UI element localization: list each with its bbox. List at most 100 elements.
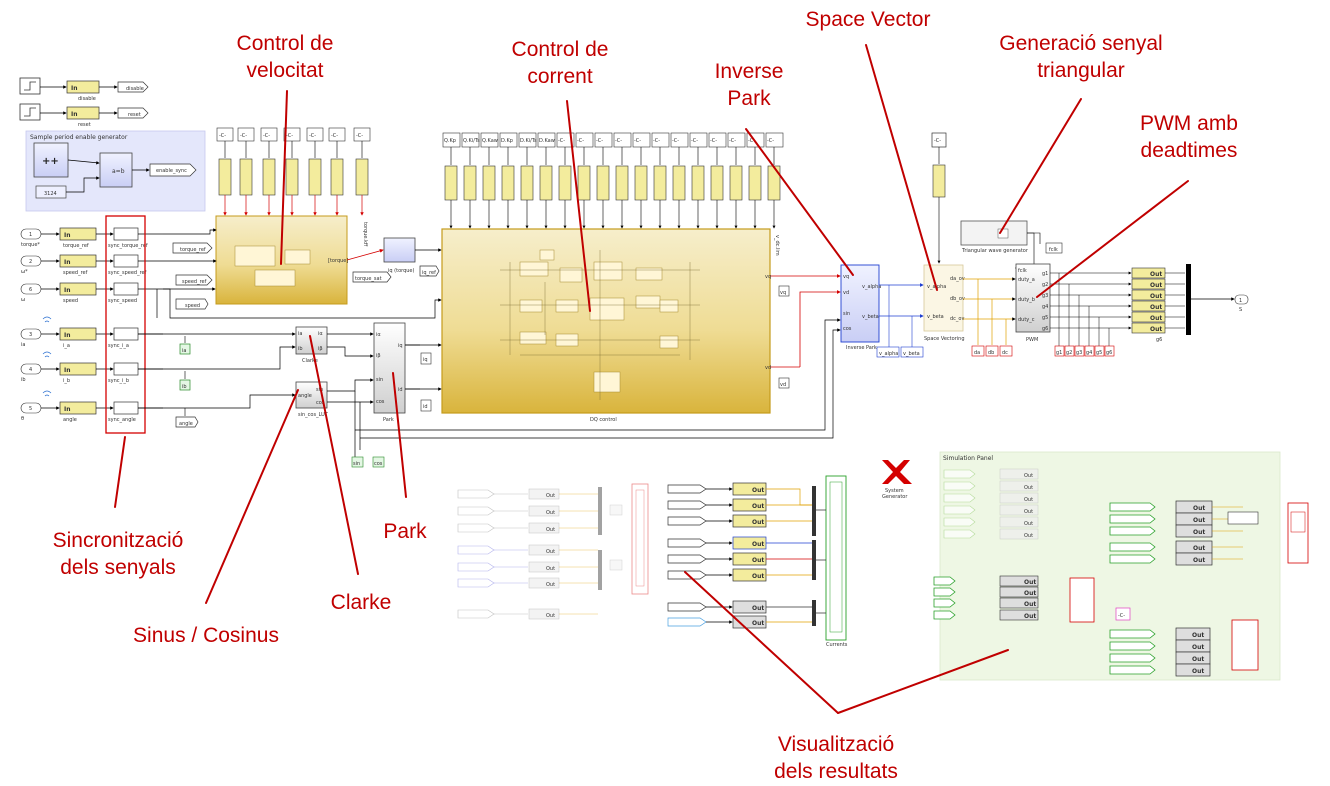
svg-text:sin: sin [316,387,323,393]
annotation-clarke: Clarke [330,591,392,614]
gateway-in [482,165,496,201]
space-vector-const: -C- [931,132,947,264]
gain-block [1227,511,1259,525]
gateway-out-label: Out [546,493,555,499]
gate-tag [1074,345,1085,357]
gateway-out-label: Out [1024,613,1036,620]
gateway-out-label: Out [1024,590,1036,597]
svg-text:Park: Park [383,417,394,423]
gateway-in [501,165,515,201]
gateway-out-label: Out [1192,656,1204,663]
enable-sync-tag: enable_sync [156,168,187,174]
annotation-speed-control: Control de velocitat [236,32,334,82]
svg-text:disable: disable [126,86,144,92]
svg-text:sin: sin [843,311,850,317]
svg-text:Clarke: Clarke [302,358,318,364]
svg-text:In: In [71,111,78,118]
sync-block [113,227,139,241]
input-port-name: ia [21,342,25,348]
park-block[interactable]: iα iβ sin cos iq id Park [373,322,406,423]
system-generator-logo[interactable]: System Generator [882,460,912,500]
svg-text:db: db [988,350,994,356]
input-port-number: 1 [29,232,32,238]
from-tag [943,517,976,527]
gateway-name: angle [63,417,77,423]
wifi-icon [42,351,52,358]
constant-block [632,132,651,148]
gateway-out-label: Out [546,527,555,533]
from-tag [667,500,707,510]
gateway-out-label: Out [1150,282,1162,289]
gateway-in [710,165,724,201]
gateway-in [767,165,781,201]
pwm-block[interactable]: fclk duty_a duty_b duty_c PWM [1015,263,1051,343]
constant-block [651,132,670,148]
svg-text:fclk: fclk [1018,268,1027,274]
svg-text:dc: dc [1002,350,1008,356]
svg-text:g6: g6 [1156,337,1162,343]
annotation-triangular: Generació senyal triangular [999,32,1163,82]
gate-tag-label: g3 [1076,350,1082,356]
inverse-park-block[interactable]: vq vd sin cos v_alpha v_beta Inverse Par… [840,264,881,351]
annotation-inverse-park: Inverse Park [714,60,784,110]
constant-label: -C- [1118,613,1125,619]
gateway-in [558,165,572,201]
sync-name: sync_i_b [108,378,129,384]
duty-tags: da db dc [971,345,1013,357]
svg-text:dc_ov: dc_ov [950,316,964,322]
svg-text:duty_c: duty_c [1018,317,1035,323]
svg-text:Triangular wave generator: Triangular wave generator [961,248,1029,254]
gateway-out [999,575,1039,587]
gateway-out-label: Out [752,573,764,580]
constant-label: -C- [653,138,660,144]
input-port-number: 6 [29,287,32,293]
svg-text:v_beta: v_beta [927,314,944,320]
reset-disable-sources: In In disable reset disable reset [19,77,149,128]
svg-text:DQ control: DQ control [590,417,617,423]
svg-text:Currents: Currents [826,642,848,648]
space-vector-block[interactable]: v_alpha v_beta da_ov db_ov dc_ov Space V… [923,264,965,342]
dq-control-block[interactable]: DQ control [441,228,771,423]
gateway-out-label: Out [546,566,555,572]
wifi-icon [42,316,52,323]
pwm-out-label: g1 [1042,271,1048,277]
svg-text:Space Vectoring: Space Vectoring [924,336,965,342]
annotation-pointers [114,44,1189,714]
goto-tags-left: torque_ref speed_ref speed angle ia ib [172,242,213,428]
svg-text:PWM: PWM [1026,337,1038,343]
currents-scope[interactable]: Currents [825,475,848,648]
sincos-block[interactable]: angle sin cos sin_cos_LUT [295,381,329,418]
space-vector-outputs [963,277,1016,345]
svg-text:ia: ia [298,331,302,337]
constant-block [594,132,613,148]
from-tag [933,587,956,597]
from-tag [457,578,495,588]
gateway-in [672,165,686,201]
input-port-name: ib [21,377,26,383]
gateway-out-label: Out [752,487,764,494]
svg-text:iq: iq [423,357,428,363]
sample-period-enable-generator[interactable]: Sample period enable generator ++ 3124 a… [25,130,206,212]
triangular-wave-block[interactable]: Triangular wave generator [960,220,1029,254]
from-tag [457,506,495,516]
constant-label: -C- [309,133,316,139]
gateway-in [285,158,299,196]
constant-label: -C- [263,133,270,139]
period-constant: 3124 [44,191,57,197]
svg-text:-C-: -C- [934,138,941,144]
gateway-in [218,158,232,196]
sync-block [113,282,139,296]
constant-label: -C- [596,138,603,144]
svg-text:cos: cos [843,326,852,332]
gateway-in [596,165,610,201]
constant-block [442,132,461,148]
svg-text:da: da [974,350,980,356]
gateway-out-label: Out [752,541,764,548]
gateway-in [539,165,553,201]
iq-torque-block[interactable]: iq (torque) [383,237,416,274]
pwm-out-label: g4 [1042,304,1048,310]
from-tag [667,516,707,526]
pwm-out-label: g2 [1042,282,1048,288]
sync-group-outline [105,215,146,434]
